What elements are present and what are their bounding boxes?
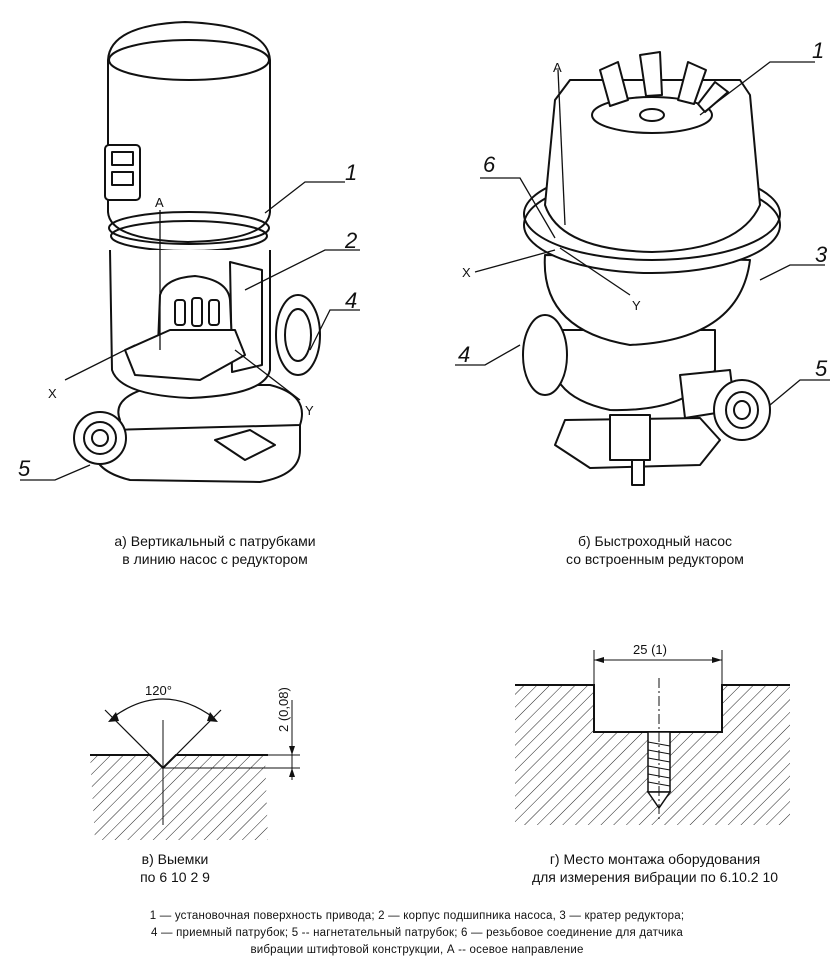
caption-b-line2: со встроенным редуктором	[566, 551, 744, 567]
caption-a: а) Вертикальный с патрубками в линию нас…	[70, 532, 360, 568]
caption-d-line1: г) Место монтажа оборудования	[549, 851, 761, 867]
pump-a-axis-a: A	[155, 195, 164, 210]
caption-d-line2: для измерения вибрации по 6.10.2 10	[531, 869, 779, 885]
pump-a-label-5: 5	[18, 456, 31, 481]
pump-b-label-1: 1	[812, 38, 824, 63]
legend-line-3: вибрации штифтовой конструкции, А -- осе…	[250, 944, 584, 956]
technical-drawing: 1 2 4 5 A X Y	[18, 21, 830, 840]
legend-line-1: 1 — установочная поверхность привода; 2 …	[149, 910, 685, 922]
pump-b-leaders	[455, 61, 830, 406]
caption-b-line1: б) Быстроходный насос	[577, 533, 733, 549]
caption-c: в) Выемки по 6 10 2 9	[110, 850, 240, 886]
caption-b: б) Быстроходный насос со встроенным реду…	[515, 532, 795, 568]
caption-c-line1: в) Выемки	[141, 851, 209, 867]
pump-a-label-1: 1	[345, 160, 357, 185]
pump-a-axis-x: X	[48, 386, 57, 401]
pump-a-leaders	[20, 181, 360, 481]
pump-b-label-6: 6	[483, 152, 496, 177]
pump-b-label-3: 3	[815, 242, 828, 267]
pump-a-drawing	[73, 21, 321, 483]
pump-b-label-5: 5	[815, 356, 828, 381]
mount-width-label: 25 (1)	[633, 642, 667, 657]
caption-a-line1: а) Вертикальный с патрубками	[114, 533, 316, 549]
pump-b-drawing	[522, 51, 781, 486]
notch-angle-label: 120°	[145, 683, 172, 698]
caption-d: г) Место монтажа оборудования для измере…	[485, 850, 825, 886]
notch-depth-label: 2 (0,08)	[276, 687, 291, 732]
pump-b-label-4: 4	[458, 342, 470, 367]
caption-c-line2: по 6 10 2 9	[140, 869, 210, 885]
pump-b-axis-y: Y	[632, 298, 641, 313]
legend: 1 — установочная поверхность привода; 2 …	[0, 908, 834, 959]
legend-line-2: 4 — приемный патрубок; 5 -- нагнетательн…	[151, 927, 683, 939]
pump-b-axis-x: X	[462, 265, 471, 280]
pump-a-label-4: 4	[345, 288, 357, 313]
notch-drawing	[90, 698, 300, 840]
pump-b-axis-a: A	[553, 60, 562, 75]
caption-a-line2: в линию насос с редуктором	[122, 551, 308, 567]
pump-a-axis-y: Y	[305, 403, 314, 418]
mount-drawing	[515, 650, 790, 825]
pump-a-label-2: 2	[344, 228, 357, 253]
